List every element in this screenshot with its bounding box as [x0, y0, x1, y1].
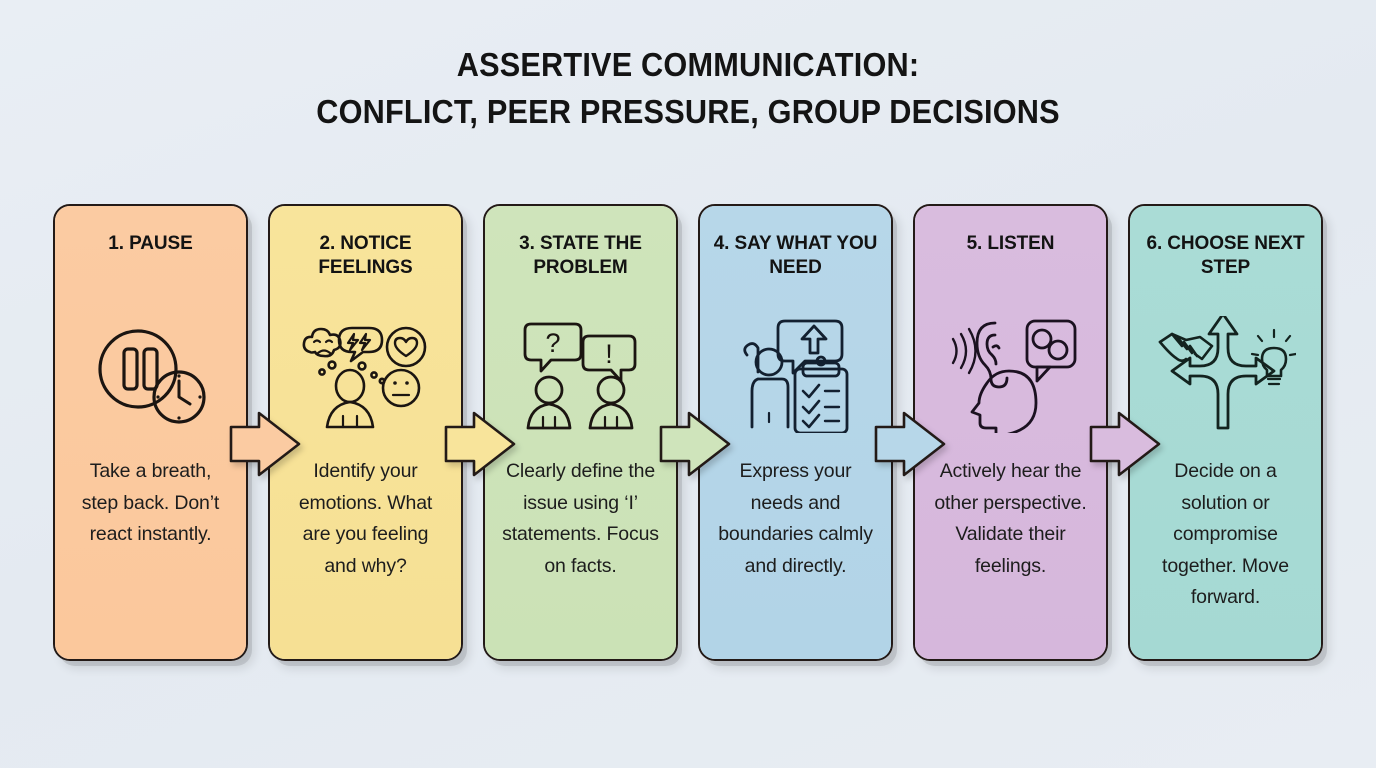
- connector-arrow-3-to-4: [659, 407, 733, 481]
- step-card-6[interactable]: 6. CHOOSE NEXT STEP De: [1128, 204, 1323, 661]
- step-title-3: 3. STATE THE PROBLEM: [519, 233, 642, 279]
- step-description-3: Clearly define the issue using ‘I’ state…: [502, 460, 659, 577]
- step-description-2: Identify your emotions. What are you fee…: [298, 460, 433, 577]
- connector-arrow-2-to-3: [444, 407, 518, 481]
- step-card-5[interactable]: 5. LISTEN: [913, 204, 1108, 661]
- connector-arrow-5-to-6: [1089, 407, 1163, 481]
- pause-circle-clock-icon: [86, 316, 216, 434]
- step-title-4: 4. SAY WHAT YOU NEED: [713, 233, 878, 279]
- connector-arrow-1-to-2: [229, 407, 303, 481]
- step-description-5: Actively hear the other perspective. Val…: [934, 460, 1087, 577]
- title-line-2: CONFLICT, PEER PRESSURE, GROUP DECISIONS: [316, 93, 1060, 130]
- ear-head-speech-bubbles-icon: [943, 316, 1079, 434]
- handshake-fork-arrow-lightbulb-icon: [1156, 316, 1296, 434]
- step-title-2: 2. NOTICE FEELINGS: [318, 233, 413, 279]
- svg-text:!: !: [605, 339, 613, 369]
- person-emotion-bubbles-icon: [296, 316, 436, 434]
- person-raised-hand-clipboard-icon: [729, 316, 863, 434]
- two-people-speech-bubbles-icon: ? !: [515, 316, 647, 434]
- step-title-6: 6. CHOOSE NEXT STEP: [1146, 233, 1305, 279]
- step-title-5: 5. LISTEN: [966, 233, 1055, 254]
- title-line-1: ASSERTIVE COMMUNICATION:: [456, 46, 920, 83]
- step-description-4: Express your needs and boundaries calmly…: [718, 460, 873, 577]
- step-card-3[interactable]: 3. STATE THE PROBLEM ? !: [483, 204, 678, 661]
- page-title: ASSERTIVE COMMUNICATION: CONFLICT, PEER …: [0, 48, 1376, 128]
- step-card-4[interactable]: 4. SAY WHAT YOU NEED: [698, 204, 893, 661]
- connector-arrow-4-to-5: [874, 407, 948, 481]
- step-description-6: Decide on a solution or compromise toget…: [1162, 460, 1289, 609]
- process-flow: 1. PAUSE Take a breath, step back.: [53, 204, 1325, 661]
- step-card-1[interactable]: 1. PAUSE Take a breath, step back.: [53, 204, 248, 661]
- step-title-1: 1. PAUSE: [108, 233, 193, 254]
- step-card-2[interactable]: 2. NOTICE FEELINGS: [268, 204, 463, 661]
- step-description-1: Take a breath, step back. Don’t react in…: [81, 460, 220, 546]
- svg-text:?: ?: [545, 328, 560, 358]
